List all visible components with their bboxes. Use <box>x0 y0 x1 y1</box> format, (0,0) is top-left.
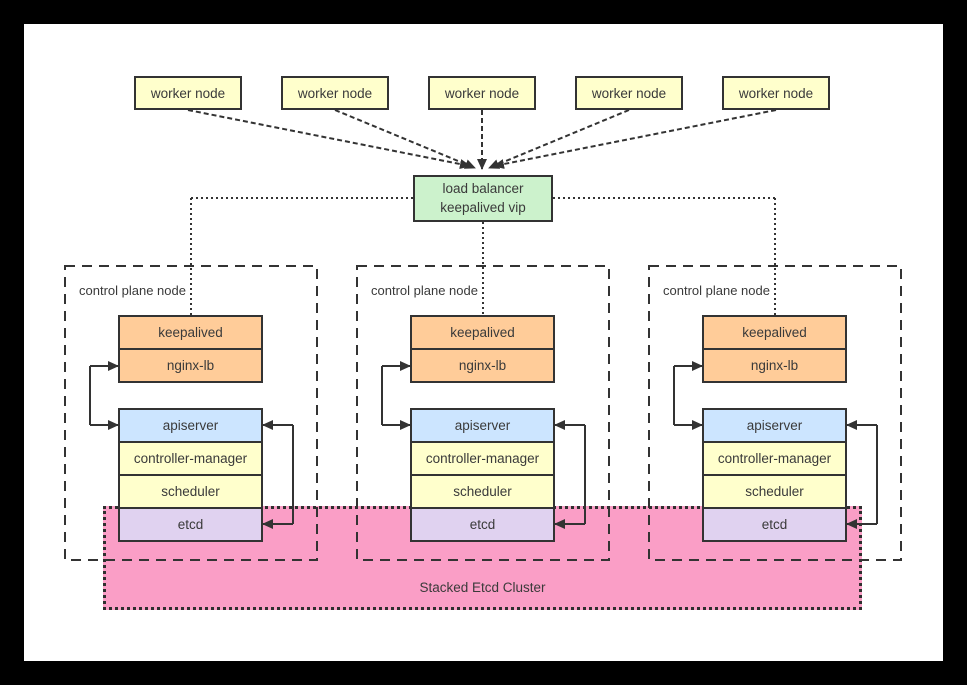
keepalived-box: keepalived <box>410 315 555 350</box>
keepalived-box: keepalived <box>118 315 263 350</box>
etcd-box: etcd <box>702 507 847 542</box>
nginx-lb-box: nginx-lb <box>118 348 263 383</box>
k8s-stack: apiserver controller-manager scheduler e… <box>118 408 263 542</box>
control-plane-node: control plane node keepalived nginx-lb a… <box>65 266 317 560</box>
scheduler-box: scheduler <box>118 474 263 509</box>
apiserver-box: apiserver <box>702 408 847 443</box>
control-plane-node: control plane node keepalived nginx-lb a… <box>649 266 901 560</box>
etcd-box: etcd <box>410 507 555 542</box>
scheduler-box: scheduler <box>410 474 555 509</box>
load-balancer-label-line2: keepalived vip <box>440 199 526 215</box>
keepalived-box: keepalived <box>702 315 847 350</box>
worker-node-box: worker node <box>428 76 536 110</box>
control-plane-node: control plane node keepalived nginx-lb a… <box>357 266 609 560</box>
lb-stack: keepalived nginx-lb <box>410 315 555 383</box>
load-balancer-box: load balancer keepalived vip <box>413 175 553 222</box>
etcd-box: etcd <box>118 507 263 542</box>
worker-to-lb-arrow <box>493 109 777 169</box>
worker-to-lb-arrow <box>334 109 476 169</box>
worker-node-box: worker node <box>575 76 683 110</box>
k8s-stack: apiserver controller-manager scheduler e… <box>702 408 847 542</box>
controller-manager-box: controller-manager <box>410 441 555 476</box>
control-plane-node-title: control plane node <box>371 283 478 298</box>
control-plane-node-title: control plane node <box>79 283 186 298</box>
lb-stack: keepalived nginx-lb <box>702 315 847 383</box>
lb-stack: keepalived nginx-lb <box>118 315 263 383</box>
controller-manager-box: controller-manager <box>702 441 847 476</box>
diagram-canvas: worker node worker node worker node work… <box>24 24 943 661</box>
worker-to-lb-arrow <box>187 109 471 169</box>
nginx-lb-box: nginx-lb <box>410 348 555 383</box>
stacked-etcd-cluster-label: Stacked Etcd Cluster <box>419 580 546 595</box>
worker-to-lb-arrow <box>488 109 630 169</box>
worker-node-box: worker node <box>722 76 830 110</box>
worker-node-box: worker node <box>281 76 389 110</box>
load-balancer-label-line1: load balancer <box>442 181 524 197</box>
worker-node-box: worker node <box>134 76 242 110</box>
nginx-lb-box: nginx-lb <box>702 348 847 383</box>
apiserver-box: apiserver <box>118 408 263 443</box>
control-plane-node-title: control plane node <box>663 283 770 298</box>
apiserver-box: apiserver <box>410 408 555 443</box>
scheduler-box: scheduler <box>702 474 847 509</box>
controller-manager-box: controller-manager <box>118 441 263 476</box>
k8s-stack: apiserver controller-manager scheduler e… <box>410 408 555 542</box>
